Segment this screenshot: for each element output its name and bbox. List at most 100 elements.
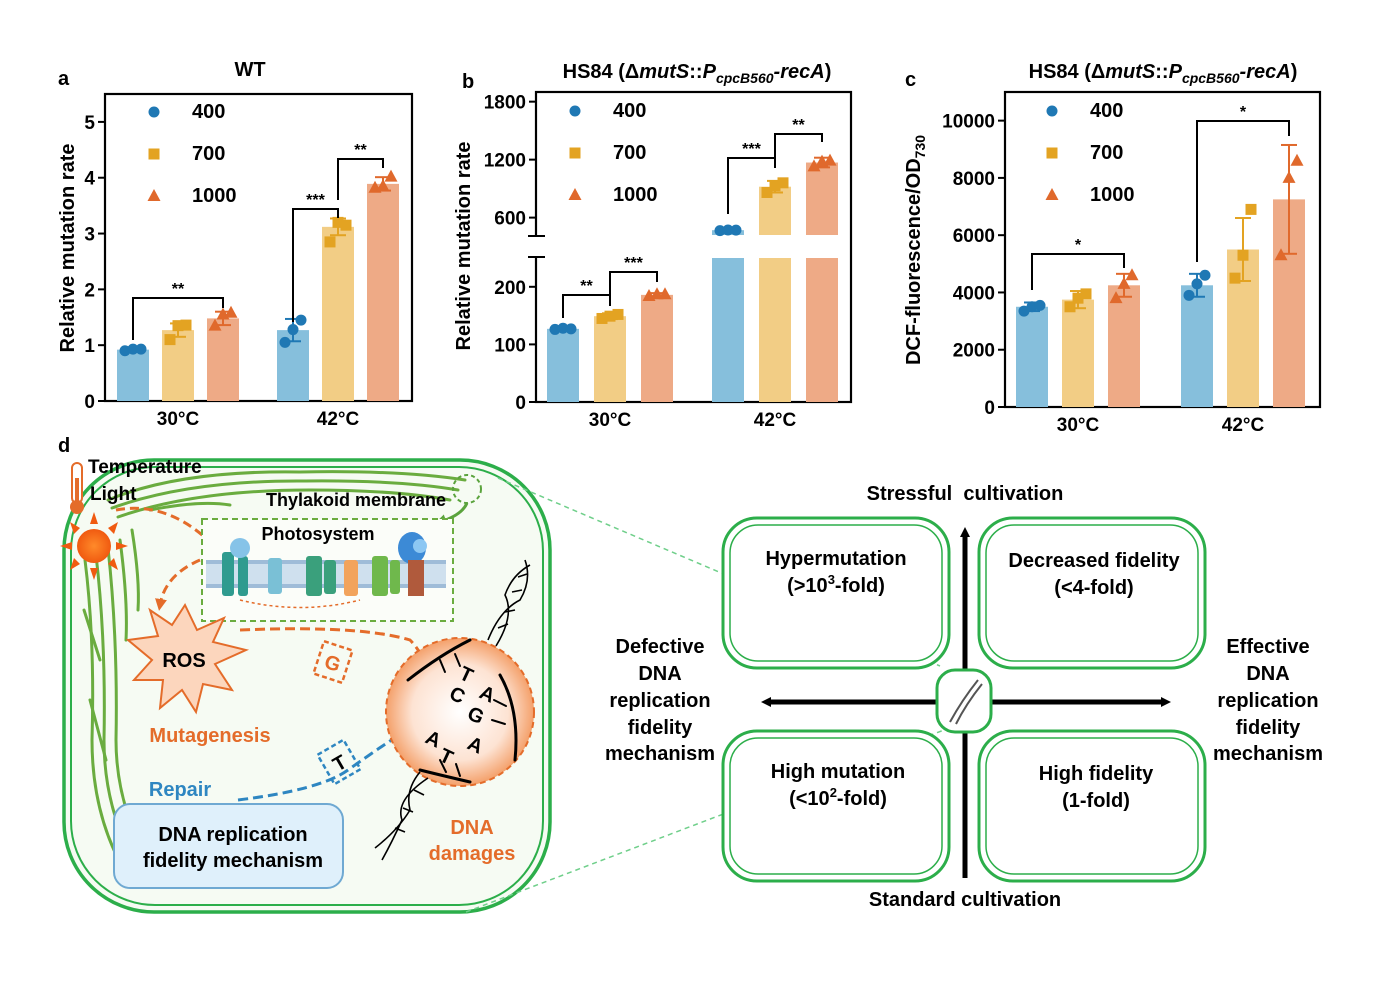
svg-text:Decreased fidelity: Decreased fidelity [1008, 550, 1180, 572]
significance-label: ** [172, 281, 185, 298]
bar-segment [641, 294, 673, 402]
chart-c-title: HS84 (ΔmutS::PcpcB560-recA) [1029, 61, 1298, 86]
cell-inner-wall [70, 466, 544, 906]
data-point [1034, 299, 1046, 311]
x-tick-label: 30°C [589, 410, 632, 431]
data-point [565, 323, 577, 335]
quadrant-hypermutation: Hypermutation (>103-fold) [721, 516, 951, 670]
data-point [1229, 272, 1241, 284]
thermometer-icon [70, 462, 84, 514]
significance-bracket [337, 158, 384, 200]
legend-marker [569, 105, 581, 117]
y-tick-label: 1200 [484, 151, 526, 172]
data-point [1290, 153, 1304, 166]
legend-marker [1046, 105, 1058, 117]
x-tick-label: 42°C [317, 409, 360, 430]
legend-marker [1046, 147, 1058, 159]
y-tick-label: 2 [84, 280, 95, 301]
data-point [1109, 291, 1123, 304]
sun-icon [60, 512, 128, 580]
x-tick-label: 42°C [1222, 415, 1265, 436]
y-tick-label: 0 [984, 398, 995, 419]
data-point [164, 334, 176, 346]
base-g-label: G [322, 651, 344, 677]
svg-text:mechanism: mechanism [605, 743, 715, 765]
left-axis-label: Defective DNA replication fidelity mecha… [605, 636, 715, 765]
plot-frame [534, 90, 853, 404]
chart-b: HS84 (ΔmutS::PcpcB560-recA) Relative mut… [453, 61, 853, 431]
y-tick-label: 2000 [953, 341, 995, 362]
plot-frame [103, 92, 414, 403]
y-tick-label: 600 [494, 209, 526, 230]
photosystem-arrow-to-ros [155, 558, 201, 611]
panel-label-a: a [58, 68, 70, 90]
data-point [612, 308, 624, 320]
bar-segment-lower [712, 258, 744, 402]
dna-helix-lower [374, 771, 429, 861]
data-point [1237, 249, 1249, 261]
dna-damages-line2: damages [429, 843, 516, 865]
y-tick-label: 100 [494, 335, 526, 356]
legend-label: 700 [1090, 142, 1123, 164]
fidelity-box-line1: DNA replication [158, 824, 307, 846]
significance-bracket [1031, 253, 1125, 290]
bar-400-1 [1181, 285, 1213, 407]
y-tick-label: 3 [84, 225, 95, 246]
x-tick-label: 30°C [1057, 415, 1100, 436]
bar-segment-upper [806, 162, 838, 235]
bar-700-0 [1062, 299, 1094, 407]
bar-segment [547, 328, 579, 402]
panel-label-c: c [905, 69, 916, 91]
data-point [295, 314, 307, 326]
y-tick-label: 0 [84, 392, 95, 413]
data-point [823, 153, 837, 166]
legend-label: 400 [1090, 100, 1123, 122]
plot-frame [1003, 90, 1322, 409]
legend-marker [148, 106, 160, 118]
data-point [127, 343, 139, 355]
legend-marker [1045, 188, 1059, 200]
chart-c-ylabel: DCF-fluorescence/OD730 [903, 135, 928, 365]
bar-400-0 [1016, 306, 1048, 407]
standard-cultivation-label: Standard cultivation [869, 889, 1061, 911]
y-tick-label: 4000 [953, 283, 995, 304]
svg-text:replication: replication [1217, 690, 1318, 712]
quadrant-high-fidelity: High fidelity (1-fold) [977, 729, 1207, 883]
significance-label: *** [306, 192, 325, 209]
bar-segment-lower [806, 258, 838, 402]
dna-strands-zoom [406, 638, 518, 784]
data-point [279, 336, 291, 348]
ros-burst [125, 602, 250, 715]
data-point [658, 287, 672, 300]
data-point [1191, 278, 1203, 290]
y-tick-label: 1800 [484, 93, 526, 114]
legend-label: 400 [192, 101, 225, 123]
data-point [722, 224, 734, 236]
chart-b-title: HS84 (ΔmutS::PcpcB560-recA) [563, 61, 832, 86]
data-point [1064, 301, 1076, 313]
legend-marker [148, 148, 160, 160]
data-point [1080, 288, 1092, 300]
y-tick-label: 8000 [953, 169, 995, 190]
y-tick-label: 200 [494, 278, 526, 299]
data-point [180, 319, 192, 331]
chart-a-ylabel: Relative mutation rate [57, 144, 79, 353]
svg-text:(>103-fold): (>103-fold) [787, 572, 885, 597]
svg-text:Effective: Effective [1226, 636, 1309, 658]
photosystem-illustration [206, 532, 446, 609]
x-tick-label: 42°C [754, 410, 797, 431]
data-point [777, 177, 789, 189]
light-label: Light [90, 484, 137, 505]
significance-bracket [609, 271, 658, 306]
chart-a-title: WT [234, 59, 265, 81]
svg-text:(<4-fold): (<4-fold) [1054, 577, 1133, 599]
x-tick-label: 30°C [157, 409, 200, 430]
quadrant-high-mutation: High mutation (<102-fold) [721, 729, 951, 883]
fidelity-quadrant-diagram: Stressful cultivation Standard cultivati… [605, 483, 1323, 911]
bar-segment [594, 316, 626, 402]
significance-label: ** [354, 142, 367, 159]
dna-damages-line1: DNA [450, 817, 493, 839]
data-point [135, 343, 147, 355]
svg-text:High mutation: High mutation [771, 761, 905, 783]
